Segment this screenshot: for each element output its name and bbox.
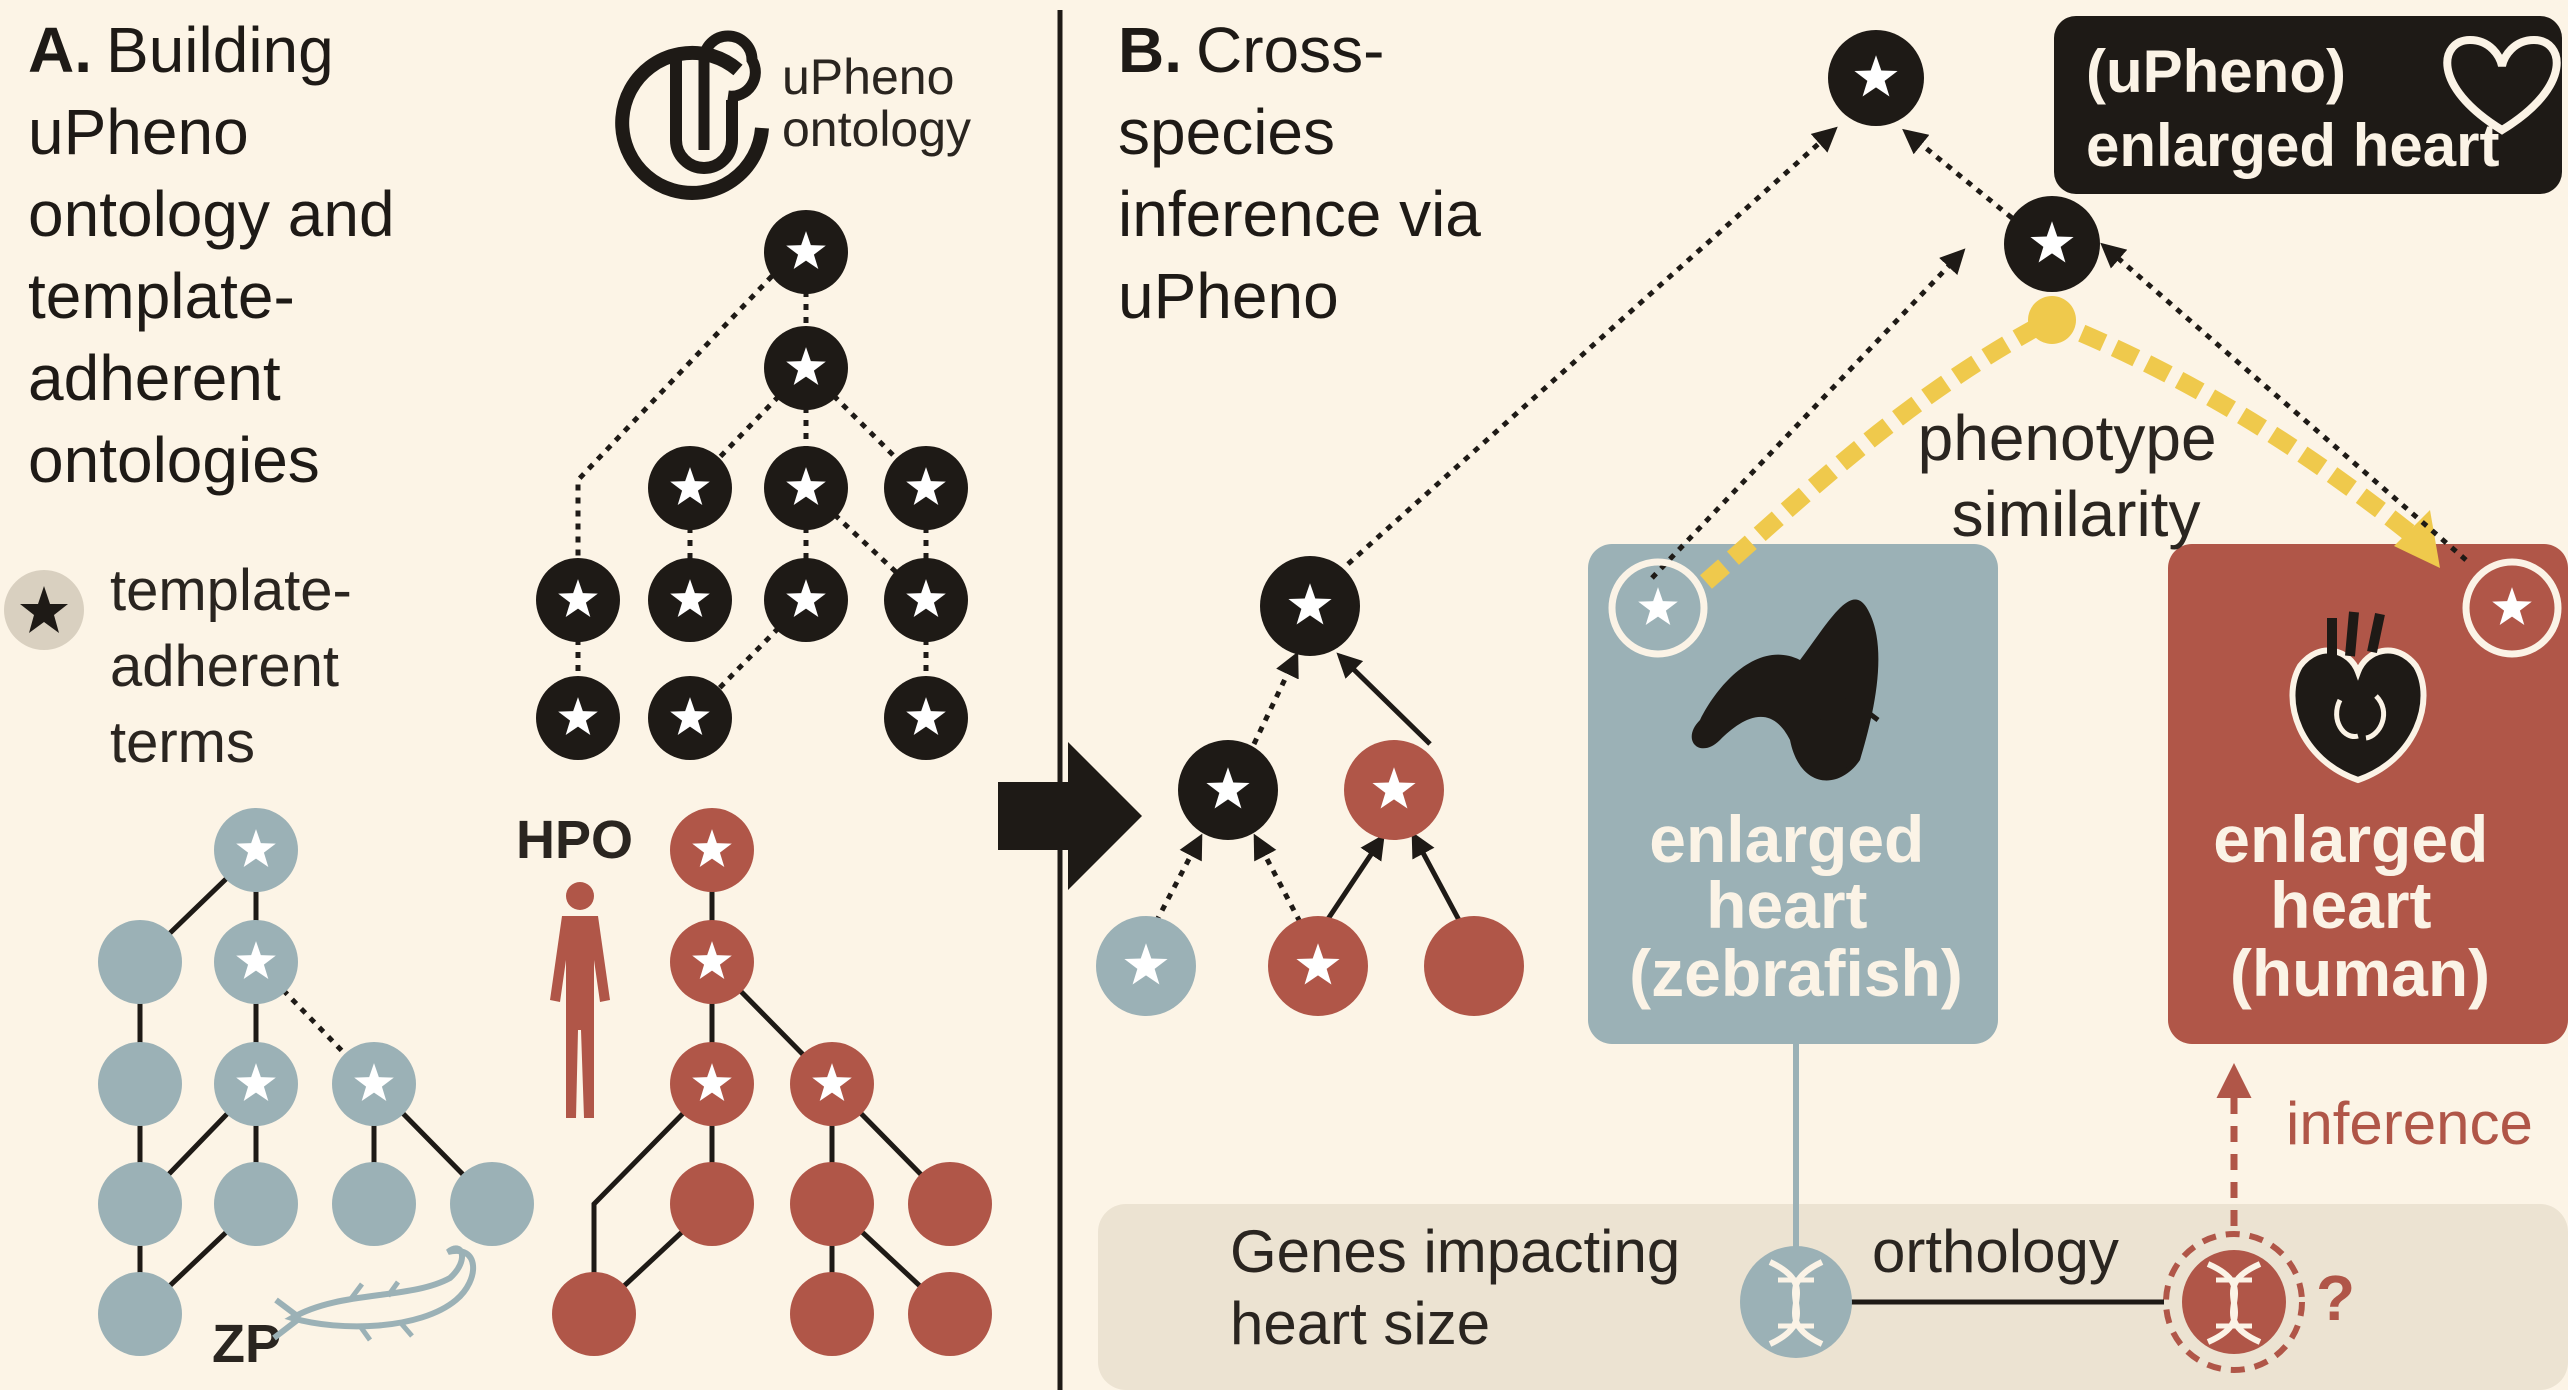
hpo-node (552, 1272, 636, 1356)
zp-tree-nodes (98, 808, 534, 1356)
hpo-node (670, 1042, 754, 1126)
upheno-term-text: (uPheno) enlarged heart (2086, 38, 2499, 179)
upheno-logo: uPheno ontology (615, 30, 971, 200)
legend-text: template- adherent terms (110, 558, 368, 775)
zp-node (98, 920, 182, 1004)
upheno-term-box-bg (2054, 16, 2562, 194)
upheno-tree-nodes (536, 210, 968, 760)
hpo-node (790, 1042, 874, 1126)
inference-label: inference (2286, 1090, 2533, 1157)
inference-red-node (1424, 916, 1524, 1016)
zp-node (98, 1042, 182, 1126)
zebrafish-term-node (1608, 558, 1708, 658)
zp-node (214, 1042, 298, 1126)
hpo-node (670, 920, 754, 1004)
phenotype-similarity-label: phenotype similarity (1918, 402, 2235, 550)
hpo-node (670, 808, 754, 892)
orthology-label: orthology (1872, 1218, 2119, 1285)
zp-label: ZP (212, 1314, 281, 1374)
human-phenotype-box: enlarged heart (human) (2168, 544, 2568, 1044)
zebrafish-icon (272, 1245, 477, 1342)
upheno-node (764, 446, 848, 530)
hpo-tree-edges (591, 850, 952, 1316)
zebrafish-phenotype-box: enlarged heart (zebrafish) (1588, 544, 1998, 1044)
human-heart-icon (2289, 611, 2427, 784)
inference-tree-nodes (1096, 30, 2562, 1016)
inference-tree-edges (1153, 126, 2468, 924)
panel-a-letter: A. (28, 14, 92, 86)
zp-node (332, 1042, 416, 1126)
panel-a: A.Building uPheno ontology and template-… (4, 14, 992, 1374)
upheno-parent-node (2004, 196, 2100, 292)
hpo-node (670, 1162, 754, 1246)
zp-tree-edges (137, 848, 494, 1316)
transition-arrow-icon (998, 742, 1142, 890)
human-gene-dna-icon (2163, 1231, 2305, 1373)
human-silhouette-icon (550, 882, 610, 1118)
hpo-node (790, 1162, 874, 1246)
hpo-tree-nodes (552, 808, 992, 1356)
upheno-node (764, 210, 848, 294)
unknown-gene-question-mark: ? (2316, 1262, 2355, 1334)
legend-template-adherent: template- adherent terms (4, 558, 368, 775)
zp-node (214, 920, 298, 1004)
upheno-tree-edges (575, 252, 929, 720)
panel-b-letter: B. (1118, 14, 1182, 86)
zp-node (214, 808, 298, 892)
upheno-node (884, 676, 968, 760)
upheno-node (536, 558, 620, 642)
inference-red-node (1268, 916, 1368, 1016)
upheno-logo-icon (615, 30, 769, 200)
upheno-node (884, 446, 968, 530)
heart-outline-icon (2443, 35, 2561, 135)
zebrafish-gene-dna-icon (1740, 1246, 1852, 1358)
panel-b: B.Cross- species inference via uPheno (u… (1096, 14, 2568, 1390)
hpo-node (908, 1162, 992, 1246)
zp-node (98, 1162, 182, 1246)
upheno-enlarged-heart-node (1828, 30, 1924, 126)
zp-node (450, 1162, 534, 1246)
human-term-node (2462, 558, 2562, 658)
upheno-node (648, 558, 732, 642)
upheno-logo-text: uPheno ontology (782, 49, 971, 157)
inference-red-node (1344, 740, 1444, 840)
human-box-bg (2168, 544, 2568, 1044)
inference-black-node (1260, 556, 1360, 656)
genes-label: Genes impacting heart size (1230, 1218, 1697, 1357)
zebrafish-heart-icon (1691, 599, 1880, 781)
panel-b-title: B.Cross- species inference via uPheno (1118, 14, 1499, 332)
human-box-text: enlarged heart (human) (2213, 802, 2506, 1010)
upheno-node (648, 676, 732, 760)
hpo-node (908, 1272, 992, 1356)
hpo-label: HPO (516, 810, 633, 870)
legend-star-icon (20, 586, 68, 633)
hpo-node (790, 1272, 874, 1356)
panel-a-title: A.Building uPheno ontology and template-… (28, 14, 412, 496)
inference-blue-node (1096, 916, 1196, 1016)
upheno-term-box: (uPheno) enlarged heart (2054, 16, 2562, 194)
inference-black-node (1178, 740, 1278, 840)
zp-node (214, 1162, 298, 1246)
upheno-node (648, 446, 732, 530)
similarity-arrowhead-icon (2394, 510, 2440, 568)
upheno-node (536, 676, 620, 760)
similarity-midpoint (2028, 296, 2076, 344)
upheno-node (884, 558, 968, 642)
zebrafish-box-text: enlarged heart (zebrafish) (1629, 802, 1963, 1010)
upheno-node (764, 558, 848, 642)
upheno-node (764, 326, 848, 410)
zp-node (98, 1272, 182, 1356)
zp-node (332, 1162, 416, 1246)
zebrafish-box-bg (1588, 544, 1998, 1044)
